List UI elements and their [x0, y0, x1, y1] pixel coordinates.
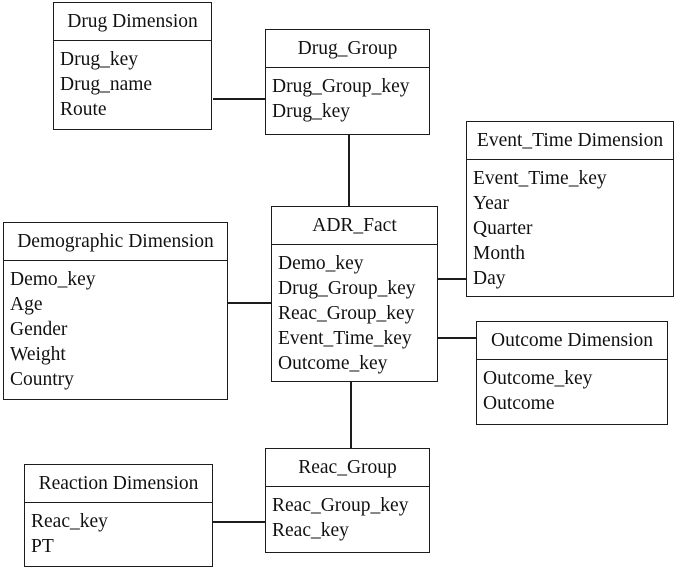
field-reac-key: Reac_key: [272, 520, 349, 541]
entity-adr-fact-fields: Demo_key Drug_Group_key Reac_Group_key E…: [272, 245, 437, 376]
entity-demographic-title: Demographic Dimension: [4, 223, 227, 261]
entity-demographic-dimension: Demographic Dimension Demo_key Age Gende…: [3, 222, 228, 400]
field-month: Month: [473, 243, 526, 264]
connector-drug-dimension-drug-group: [213, 98, 265, 100]
entity-drug-dimension-fields: Drug_key Drug_name Route: [54, 41, 211, 122]
field-outcome-key: Outcome_key: [483, 368, 593, 389]
entity-reaction-fields: Reac_key PT: [25, 503, 212, 559]
field-demo-key: Demo_key: [278, 253, 364, 274]
field-outcome-key: Outcome_key: [278, 353, 388, 374]
field-year: Year: [473, 193, 509, 214]
field-pt: PT: [31, 536, 54, 557]
entity-reac-group-fields: Reac_Group_key Reac_key: [266, 487, 429, 543]
connector-reaction-reac-group: [213, 521, 265, 523]
entity-outcome-fields: Outcome_key Outcome: [477, 360, 667, 416]
entity-drug-group: Drug_Group Drug_Group_key Drug_key: [265, 29, 430, 135]
field-drug-name: Drug_name: [60, 74, 153, 95]
field-demo-key: Demo_key: [10, 269, 96, 290]
field-country: Country: [10, 369, 74, 390]
field-weight: Weight: [10, 344, 66, 365]
entity-drug-group-title: Drug_Group: [266, 30, 429, 68]
field-drug-group-key: Drug_Group_key: [272, 76, 410, 97]
entity-reaction-dimension: Reaction Dimension Reac_key PT: [24, 464, 213, 567]
entity-event-time-title: Event_Time Dimension: [467, 122, 673, 160]
field-route: Route: [60, 99, 107, 120]
field-quarter: Quarter: [473, 218, 533, 239]
entity-outcome-dimension: Outcome Dimension Outcome_key Outcome: [476, 321, 668, 425]
entity-adr-fact-title: ADR_Fact: [272, 207, 437, 245]
entity-drug-dimension: Drug Dimension Drug_key Drug_name Route: [53, 2, 212, 130]
field-event-time-key: Event_Time_key: [473, 168, 607, 189]
entity-reac-group: Reac_Group Reac_Group_key Reac_key: [265, 448, 430, 553]
entity-adr-fact: ADR_Fact Demo_key Drug_Group_key Reac_Gr…: [271, 206, 438, 382]
field-drug-key: Drug_key: [60, 49, 138, 70]
connector-adr-fact-event-time: [437, 278, 467, 280]
connector-drug-group-adr-fact: [348, 135, 350, 207]
connector-adr-fact-reac-group: [350, 381, 352, 448]
entity-drug-dimension-title: Drug Dimension: [54, 3, 211, 41]
field-event-time-key: Event_Time_key: [278, 328, 412, 349]
entity-reac-group-title: Reac_Group: [266, 449, 429, 487]
connector-adr-fact-outcome: [437, 337, 477, 339]
field-reac-key: Reac_key: [31, 511, 108, 532]
entity-demographic-fields: Demo_key Age Gender Weight Country: [4, 261, 227, 392]
field-day: Day: [473, 268, 506, 289]
entity-event-time-dimension: Event_Time Dimension Event_Time_key Year…: [466, 121, 674, 297]
field-gender: Gender: [10, 319, 68, 340]
field-reac-group-key: Reac_Group_key: [278, 303, 415, 324]
field-reac-group-key: Reac_Group_key: [272, 495, 409, 516]
connector-demographic-adr-fact: [227, 302, 271, 304]
entity-outcome-title: Outcome Dimension: [477, 322, 667, 360]
field-drug-group-key: Drug_Group_key: [278, 278, 416, 299]
field-age: Age: [10, 294, 43, 315]
field-drug-key: Drug_key: [272, 101, 350, 122]
field-outcome: Outcome: [483, 393, 555, 414]
entity-event-time-fields: Event_Time_key Year Quarter Month Day: [467, 160, 673, 291]
entity-drug-group-fields: Drug_Group_key Drug_key: [266, 68, 429, 124]
entity-reaction-title: Reaction Dimension: [25, 465, 212, 503]
